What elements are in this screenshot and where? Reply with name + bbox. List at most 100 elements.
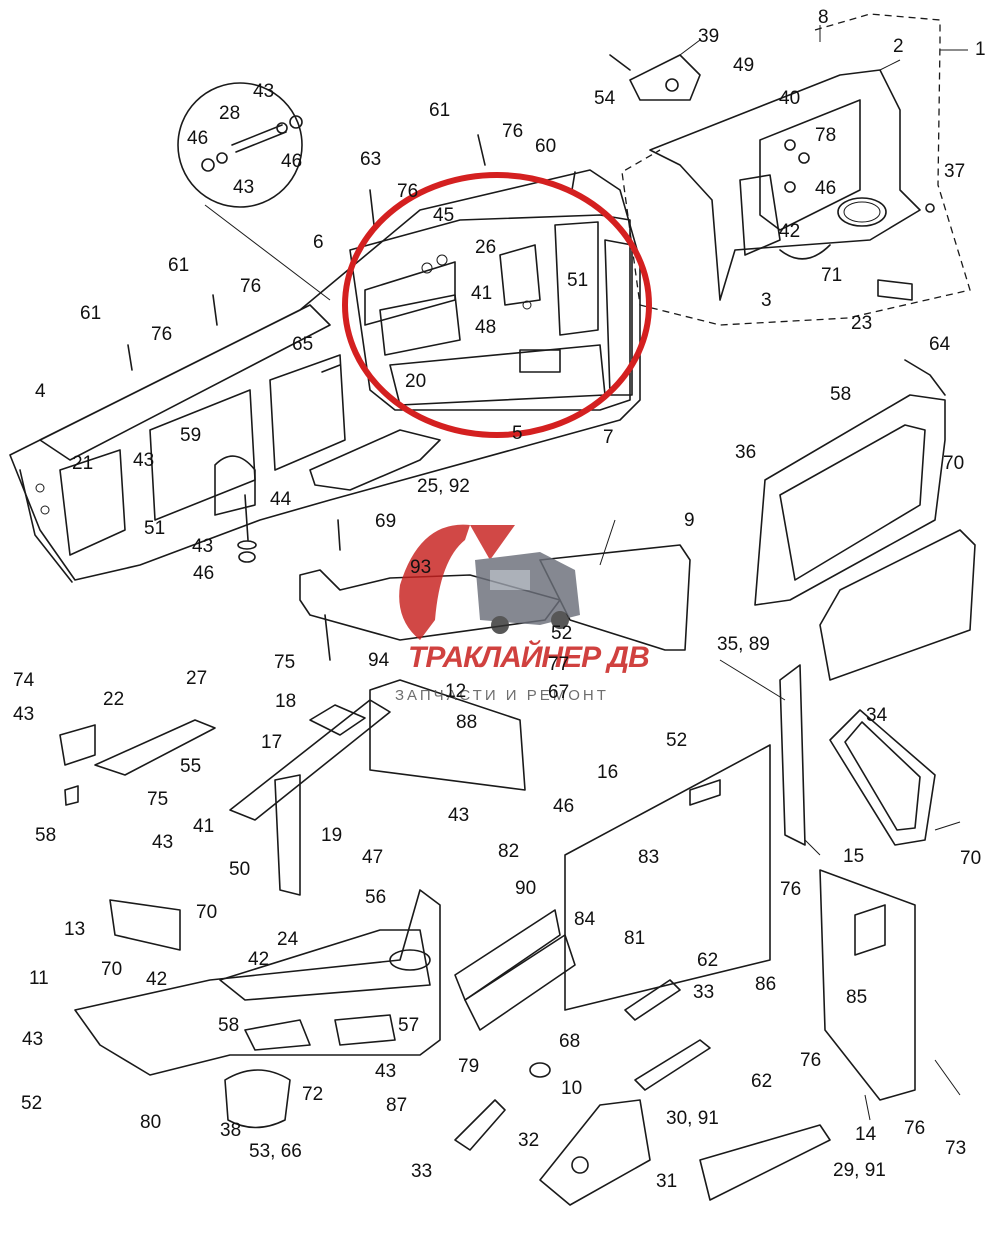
cover-36 [754, 359, 976, 681]
callout-label: 71 [821, 265, 843, 286]
callout-label: 46 [815, 178, 837, 199]
callout-label: 43 [152, 832, 174, 853]
callout-label: 22 [103, 689, 125, 710]
callout-label: 32 [518, 1130, 540, 1151]
callout-label: 31 [656, 1171, 678, 1192]
callout-label: 33 [693, 982, 715, 1003]
callout-label: 21 [72, 453, 94, 474]
callout-label: 24 [277, 929, 299, 950]
callout-label: 43 [253, 81, 275, 102]
callout-label: 86 [755, 974, 777, 995]
callout-label: 1 [975, 39, 986, 60]
callout-label: 85 [846, 987, 868, 1008]
callout-label: 76 [151, 324, 173, 345]
watermark-logo [399, 524, 580, 640]
callout-label: 48 [475, 317, 497, 338]
callout-label: 76 [240, 276, 262, 297]
callout-label: 27 [186, 668, 208, 689]
callout-label: 51 [567, 270, 589, 291]
callout-label: 53, 66 [249, 1141, 302, 1162]
callout-label: 76 [904, 1118, 926, 1139]
callout-label: 76 [780, 879, 802, 900]
callout-label: 74 [13, 670, 35, 691]
callout-label: 88 [456, 712, 478, 733]
callout-label: 70 [943, 453, 965, 474]
callout-label: 73 [945, 1138, 967, 1159]
callout-label: 8 [818, 7, 829, 28]
callout-label: 43 [448, 805, 470, 826]
bracket-25-92 [309, 429, 441, 491]
callout-label: 49 [733, 55, 755, 76]
callout-label: 29, 91 [833, 1160, 886, 1181]
callout-label: 70 [196, 902, 218, 923]
callout-label: 6 [313, 232, 324, 253]
callout-label: 43 [133, 450, 155, 471]
callout-label: 18 [275, 691, 297, 712]
callout-label: 38 [220, 1120, 242, 1141]
callout-label: 46 [281, 151, 303, 172]
callout-label: 61 [429, 100, 451, 121]
callout-label: 42 [779, 221, 801, 242]
bracket-22-27 [59, 719, 216, 806]
callout-label: 76 [397, 181, 419, 202]
callout-label: 75 [147, 789, 169, 810]
callout-label: 52 [666, 730, 688, 751]
callout-label: 64 [929, 334, 951, 355]
callout-label: 12 [445, 681, 467, 702]
lower-brackets [454, 979, 831, 1206]
callout-label: 10 [561, 1078, 583, 1099]
frame-34 [829, 709, 936, 846]
callout-label: 76 [502, 121, 524, 142]
callout-label: 14 [855, 1124, 877, 1145]
rail-90 [454, 909, 576, 1031]
callout-label: 5 [512, 423, 523, 444]
callout-label: 76 [800, 1050, 822, 1071]
callout-label: 68 [559, 1031, 581, 1052]
callout-label: 51 [144, 518, 166, 539]
housing-assembly [609, 13, 971, 326]
callout-label: 70 [960, 848, 982, 869]
callout-label: 56 [365, 887, 387, 908]
callout-label: 43 [192, 536, 214, 557]
callout-label: 78 [815, 125, 837, 146]
callout-label: 77 [548, 654, 570, 675]
callout-label: 23 [851, 313, 873, 334]
callout-label: 37 [944, 161, 966, 182]
panel-14 [819, 869, 916, 1101]
callout-label: 52 [551, 623, 573, 644]
callout-label: 40 [779, 88, 801, 109]
callout-label: 43 [233, 177, 255, 198]
leader-lines [599, 25, 968, 1121]
callout-label: 58 [830, 384, 852, 405]
callout-label: 55 [180, 756, 202, 777]
callout-label: 62 [697, 950, 719, 971]
callout-label: 46 [193, 563, 215, 584]
callout-label: 43 [375, 1061, 397, 1082]
callout-label: 81 [624, 928, 646, 949]
callout-label: 30, 91 [666, 1108, 719, 1129]
callout-label: 63 [360, 149, 382, 170]
callout-label: 61 [168, 255, 190, 276]
callout-label: 3 [761, 290, 772, 311]
callout-label: 34 [866, 705, 888, 726]
callout-label: 87 [386, 1095, 408, 1116]
truck-icon [475, 552, 580, 634]
callout-label: 45 [433, 205, 455, 226]
callout-label: 41 [193, 816, 215, 837]
callout-label: 15 [843, 846, 865, 867]
watermark-tagline: ЗАПЧАСТИ И РЕМОНТ [395, 687, 609, 704]
callout-label: 69 [375, 511, 397, 532]
callout-label: 17 [261, 732, 283, 753]
callout-label: 39 [698, 26, 720, 47]
callout-label: 47 [362, 847, 384, 868]
callout-label: 54 [594, 88, 616, 109]
callout-label: 33 [411, 1161, 433, 1182]
callout-label: 9 [684, 510, 695, 531]
callout-label: 42 [146, 969, 168, 990]
callout-label: 52 [21, 1093, 43, 1114]
highlight-ellipse [342, 172, 652, 438]
callout-label: 25, 92 [417, 476, 470, 497]
base-assembly [74, 889, 441, 1129]
